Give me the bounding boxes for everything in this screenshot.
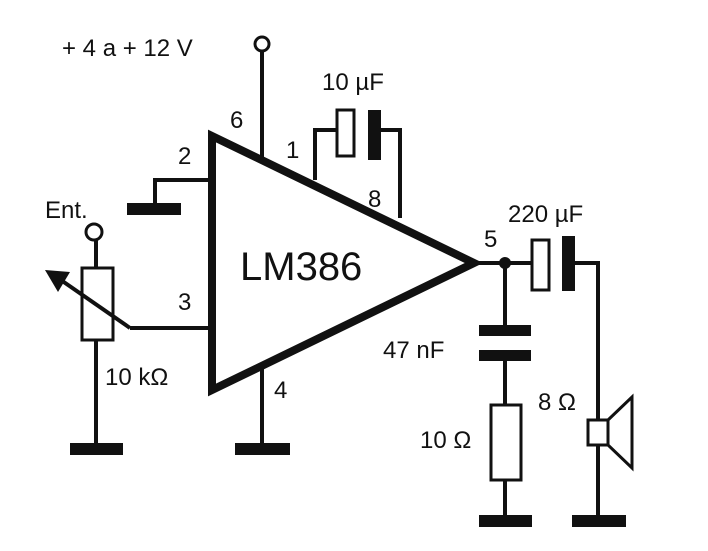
supply-label: + 4 a + 12 V — [62, 35, 193, 62]
speaker-icon — [572, 393, 634, 527]
amplifier-triangle — [208, 129, 484, 397]
gain-cap-label: 10 µF — [322, 69, 384, 96]
pin1-label: 1 — [286, 137, 299, 164]
input-terminal — [84, 222, 104, 242]
potentiometer — [45, 240, 212, 455]
ic-label: LM386 — [240, 245, 362, 289]
pin2-ground — [127, 178, 212, 215]
pin3-label: 3 — [178, 289, 191, 316]
input-label: Ent. — [45, 197, 88, 224]
pin4-ground — [235, 368, 290, 455]
pin5-label: 5 — [484, 226, 497, 253]
output-network — [474, 236, 600, 527]
output-cap-label: 220 µF — [508, 201, 583, 228]
zobel-cap-label: 47 nF — [383, 337, 444, 364]
zobel-res-label: 10 Ω — [420, 427, 471, 454]
supply-terminal — [253, 35, 271, 160]
pin4-label: 4 — [274, 377, 287, 404]
pot-label: 10 kΩ — [105, 364, 168, 391]
pin2-label: 2 — [178, 143, 191, 170]
pin8-label: 8 — [368, 186, 381, 213]
pin6-label: 6 — [230, 107, 243, 134]
gain-capacitor — [313, 108, 402, 218]
speaker-label: 8 Ω — [538, 389, 576, 416]
